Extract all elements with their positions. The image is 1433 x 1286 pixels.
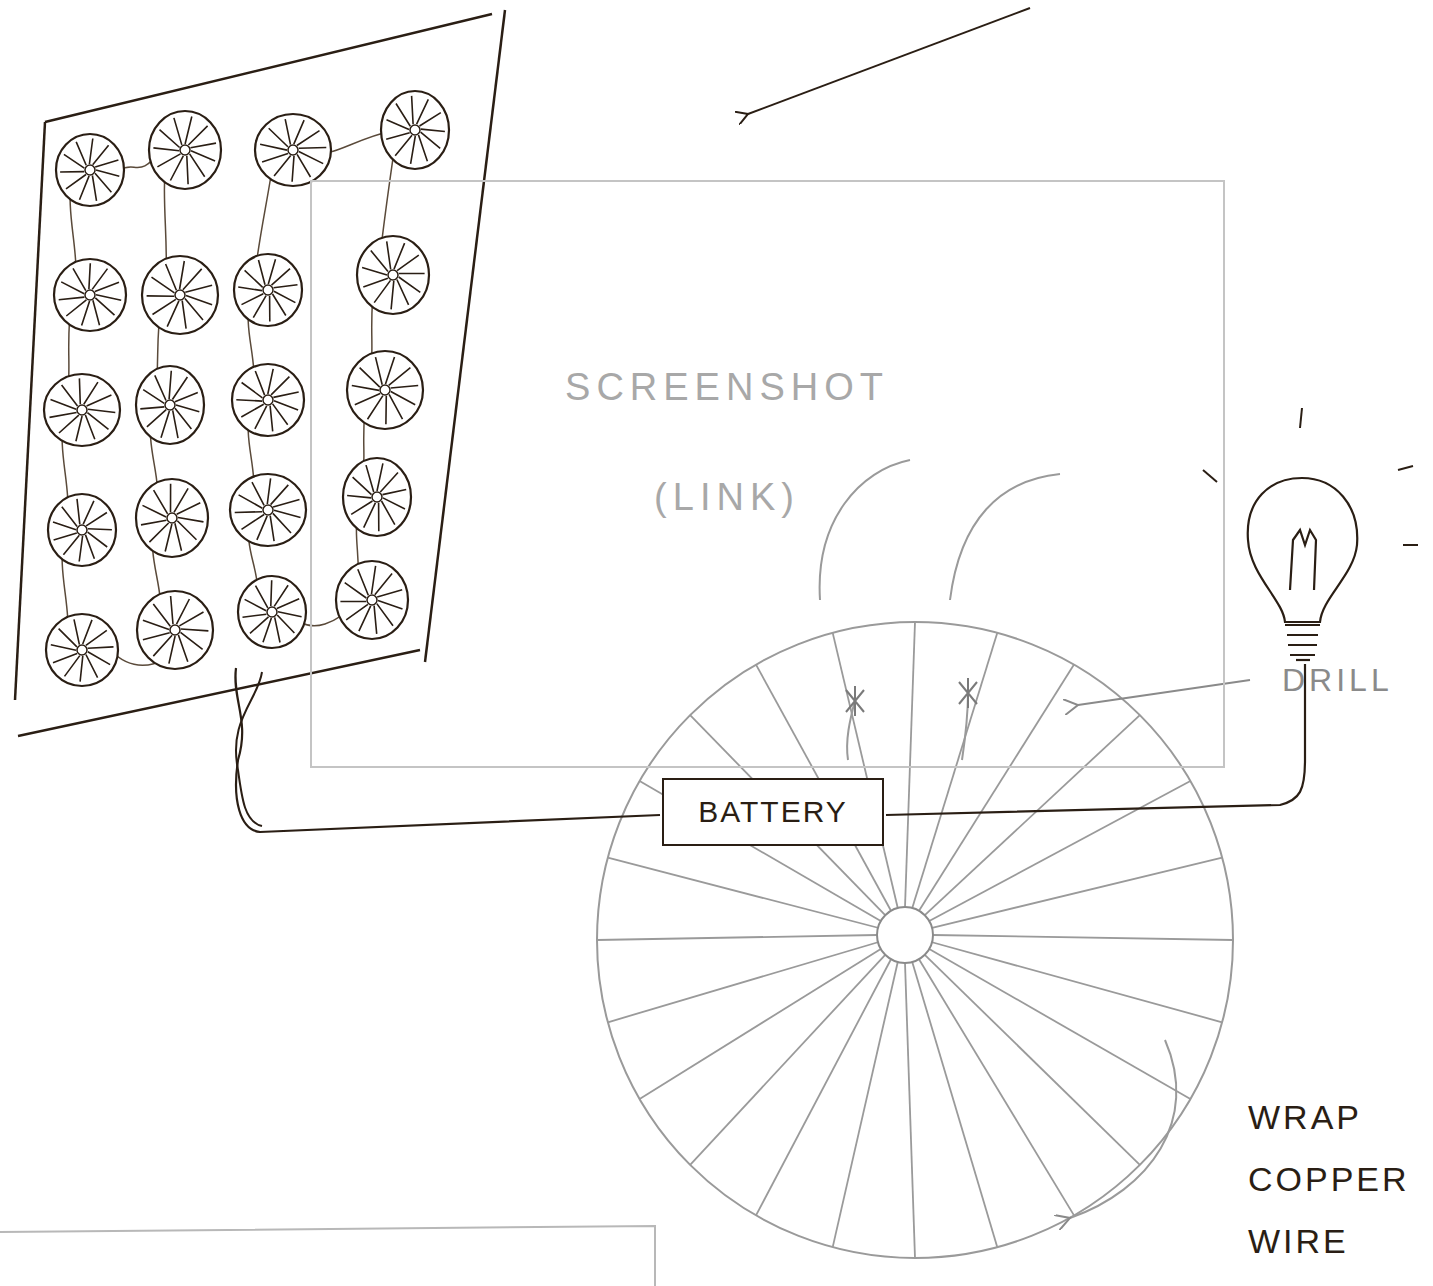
wheel-spoke bbox=[919, 959, 1074, 1215]
fan-cell bbox=[56, 134, 124, 206]
wheel-circle bbox=[597, 622, 1233, 1258]
wrap-arrow bbox=[1070, 1040, 1176, 1218]
wheel-spoke bbox=[933, 935, 1233, 940]
wheel-group bbox=[597, 622, 1233, 1258]
fan-cell bbox=[230, 474, 306, 546]
wheel-spoke bbox=[608, 942, 878, 1022]
wheel-spoke bbox=[929, 781, 1190, 921]
fan-cell bbox=[136, 366, 204, 444]
light-rays bbox=[1203, 408, 1418, 545]
fan-cell bbox=[48, 494, 116, 566]
battery-box: BATTERY bbox=[662, 778, 884, 846]
wheel-spoke bbox=[690, 955, 885, 1165]
fan-cell bbox=[357, 236, 429, 314]
fan-cell bbox=[381, 91, 449, 169]
fan-cell bbox=[44, 374, 120, 446]
wheel-wire bbox=[950, 474, 1060, 600]
wheel-spoke bbox=[912, 633, 997, 908]
fan-cell bbox=[347, 351, 423, 429]
wheel-spoke bbox=[932, 942, 1222, 1022]
fan-panel bbox=[15, 10, 505, 736]
wheel-spoke bbox=[833, 633, 898, 908]
fan-cell bbox=[255, 114, 331, 186]
fan-cell bbox=[336, 561, 408, 639]
wheel-spoke bbox=[925, 955, 1140, 1165]
fan-cell bbox=[136, 479, 208, 557]
drill-label: DRILL bbox=[1282, 660, 1432, 700]
wheel-spoke bbox=[919, 665, 1074, 911]
wire bbox=[886, 664, 1305, 815]
fan-cell bbox=[46, 614, 118, 686]
note-text: WRAP COPPER WIRE bbox=[1248, 1086, 1428, 1272]
screenshot-box: SCREENSHOT (LINK) bbox=[310, 180, 1225, 768]
fan-cell bbox=[54, 259, 126, 331]
wheel-spoke bbox=[929, 949, 1190, 1099]
box-text: BATTERY bbox=[664, 794, 882, 830]
wheel-spoke bbox=[756, 959, 891, 1215]
frame-outline bbox=[0, 1226, 655, 1286]
wheel-hub bbox=[877, 907, 933, 963]
light-bulb bbox=[1248, 478, 1357, 660]
box-text: SCREENSHOT (LINK) bbox=[557, 332, 897, 552]
fan-cell bbox=[149, 111, 221, 189]
fan-cell bbox=[234, 254, 302, 326]
wheel-spoke bbox=[912, 962, 997, 1247]
wheel-spoke bbox=[608, 858, 878, 928]
wheel-spoke bbox=[833, 962, 898, 1247]
fan-cell bbox=[238, 576, 306, 648]
fan-cell bbox=[142, 256, 218, 334]
wheel-spoke bbox=[905, 622, 915, 907]
wheel-spoke bbox=[640, 949, 881, 1099]
wheel-spoke bbox=[932, 858, 1222, 928]
fan-cell bbox=[137, 591, 213, 669]
wheel-spoke bbox=[905, 963, 915, 1258]
wheel-wire bbox=[820, 460, 910, 600]
wheel-spoke bbox=[597, 935, 877, 940]
terminal-marks bbox=[846, 678, 977, 716]
wire bbox=[236, 672, 262, 826]
fan-cell bbox=[232, 364, 304, 436]
wire bbox=[235, 668, 660, 832]
fan-cell bbox=[343, 458, 411, 536]
pointer-arrow bbox=[748, 8, 1030, 114]
